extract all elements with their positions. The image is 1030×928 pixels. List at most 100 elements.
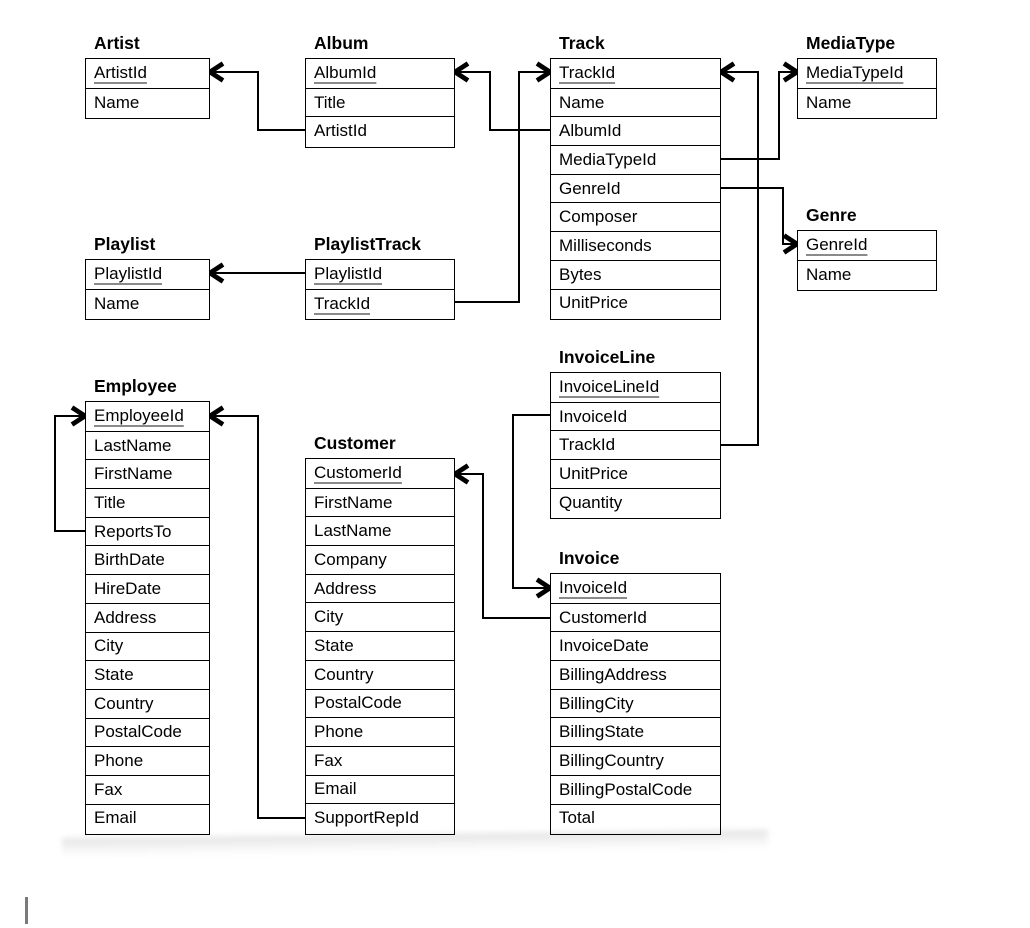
arrowhead-icon [70,405,90,427]
field-label: City [314,607,344,627]
primary-key-field-label: PlaylistId [94,264,163,284]
field-label: BillingCity [559,693,634,713]
field-row-mediatype-mediatypeid: MediaTypeId [798,59,936,88]
field-label: BillingPostalCode [559,779,693,799]
field-row-track-genreid: GenreId [551,173,720,203]
relationship-line-album-artistid-to-artist-artistid [210,70,305,132]
field-row-track-albumid: AlbumId [551,116,720,145]
field-row-employee-state: State [86,660,209,689]
primary-key-field-label: TrackId [559,63,616,83]
field-row-customer-lastname: LastName [306,516,454,545]
field-row-invoice-invoiceid: InvoiceId [551,574,720,603]
field-row-playlist-name: Name [86,288,209,318]
field-label: Title [94,492,126,512]
field-label: Email [314,779,357,799]
arrowhead-icon [782,61,802,83]
field-row-album-title: Title [306,87,454,117]
field-label: PostalCode [314,693,402,713]
table-title-track: Track [559,33,605,53]
field-label: State [314,635,354,655]
field-row-customer-postalcode: PostalCode [306,688,454,718]
field-row-track-composer: Composer [551,202,720,231]
field-row-invoice-total: Total [551,803,720,833]
field-row-customer-supportrepid: SupportRepId [306,803,454,832]
field-row-customer-state: State [306,631,454,660]
field-label: State [94,665,134,685]
primary-key-field-label: PlaylistId [314,264,383,284]
field-row-employee-firstname: FirstName [86,459,209,488]
field-row-invoiceline-unitprice: UnitPrice [551,459,720,488]
field-label: Title [314,92,346,112]
relationship-line-invoiceline-invoiceid-to-invoice-invoiceid [511,413,550,590]
field-label: BirthDate [94,550,165,570]
arrowhead-icon [205,405,225,427]
field-label: Total [559,808,595,828]
field-row-track-unitprice: UnitPrice [551,288,720,318]
primary-key-field-label: TrackId [314,293,371,313]
field-label: UnitPrice [559,293,628,313]
field-row-employee-lastname: LastName [86,430,209,460]
primary-key-field-label: InvoiceLineId [559,377,660,397]
field-row-invoice-billingaddress: BillingAddress [551,660,720,689]
field-row-album-artistid: ArtistId [306,116,454,145]
relationship-line-track-genreid-to-genre-genreid [721,186,797,246]
field-row-invoice-invoicedate: InvoiceDate [551,631,720,660]
table-title-genre: Genre [806,205,857,225]
relationship-line-invoiceline-trackid-to-track-trackid [721,70,760,447]
relationship-line-playlisttrack-trackid-to-track-trackid [455,70,550,304]
table-title-artist: Artist [94,33,140,53]
primary-key-field-label: ArtistId [94,63,147,83]
table-title-mediatype: MediaType [806,33,896,53]
field-row-invoiceline-invoicelineid: InvoiceLineId [551,373,720,402]
table-title-album: Album [314,33,369,53]
field-label: Name [806,264,852,284]
field-row-customer-firstname: FirstName [306,487,454,517]
field-label: Country [314,664,374,684]
field-row-employee-email: Email [86,803,209,833]
field-label: Phone [314,722,364,742]
arrowhead-icon [535,577,555,599]
field-row-employee-birthdate: BirthDate [86,545,209,574]
field-row-customer-customerid: CustomerId [306,459,454,488]
field-label: BillingState [559,722,645,742]
field-label: Composer [559,207,638,227]
field-label: Name [94,92,140,112]
primary-key-field-label: AlbumId [314,63,377,83]
field-row-employee-country: Country [86,688,209,718]
text-cursor-bar [25,897,28,924]
field-row-customer-country: Country [306,659,454,689]
field-label: Quantity [559,492,623,512]
field-label: ArtistId [314,121,367,141]
field-row-track-bytes: Bytes [551,259,720,289]
primary-key-field-label: EmployeeId [94,406,184,426]
field-label: Phone [94,751,144,771]
field-label: Fax [314,750,343,770]
field-label: SupportRepId [314,808,419,828]
field-row-invoice-billingpostalcode: BillingPostalCode [551,774,720,804]
field-row-employee-city: City [86,631,209,661]
arrowhead-icon [716,61,736,83]
field-row-playlisttrack-trackid: TrackId [306,288,454,318]
table-title-invoice: Invoice [559,548,620,568]
table-title-playlisttrack: PlaylistTrack [314,234,422,254]
field-label: Name [559,92,605,112]
field-row-playlist-playlistid: PlaylistId [86,260,209,289]
field-row-employee-phone: Phone [86,746,209,775]
field-row-customer-company: Company [306,545,454,574]
field-label: CustomerId [559,607,647,627]
field-row-invoice-customerid: CustomerId [551,602,720,632]
field-row-track-name: Name [551,87,720,117]
field-row-track-trackid: TrackId [551,59,720,88]
field-label: TrackId [559,435,616,455]
arrowhead-icon [205,262,225,284]
primary-key-field-label: MediaTypeId [806,63,904,83]
field-row-album-albumid: AlbumId [306,59,454,88]
